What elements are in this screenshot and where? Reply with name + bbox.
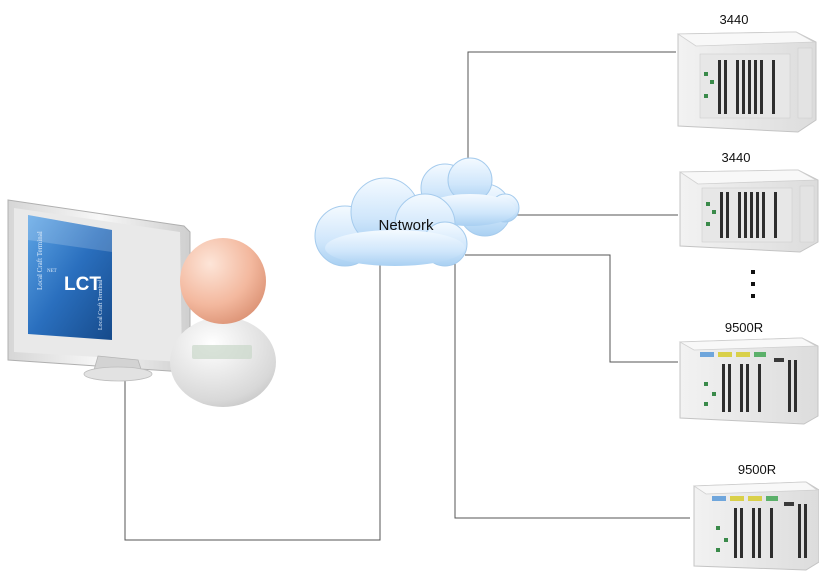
terminal-logo-side-text: Local Craft Terminal [36,231,44,290]
link-network-device-4 [454,262,690,519]
device-9500r-1: 9500R [678,320,819,425]
terminal-logo-prefix: NET [47,269,57,274]
chassis-9500r-icon [692,481,819,571]
terminal-monitor: Local Craft Terminal NET LCT Local Craft… [7,199,191,382]
network-cloud: Network [314,157,520,267]
network-label: Network [378,217,434,234]
terminal-screen [28,215,112,340]
link-terminal-network [124,265,381,541]
avatar-body [170,317,276,407]
device-3440-2: 3440 [678,150,819,253]
link-network-device-1 [467,51,676,180]
device-3440-1: 3440 [676,12,817,133]
device-label: 3440 [720,12,749,27]
device-9500r-2: 9500R [692,462,819,571]
link-network-device-3 [465,254,678,363]
chassis-3440-icon [676,31,817,133]
device-label: 9500R [725,320,763,335]
device-label: 3440 [722,150,751,165]
avatar-head [180,238,266,324]
terminal-logo-text: LCT [64,274,101,295]
user-avatar [170,238,276,407]
ellipsis-dots-icon [751,270,755,298]
cloud-front [314,177,468,267]
chassis-3440-icon [678,169,819,253]
chassis-9500r-icon [678,337,819,425]
device-label: 9500R [738,462,776,477]
terminal-logo-side-text-2: Local Craft Terminal [97,279,104,330]
monitor-stand [83,366,153,382]
connection-lines [124,51,690,541]
